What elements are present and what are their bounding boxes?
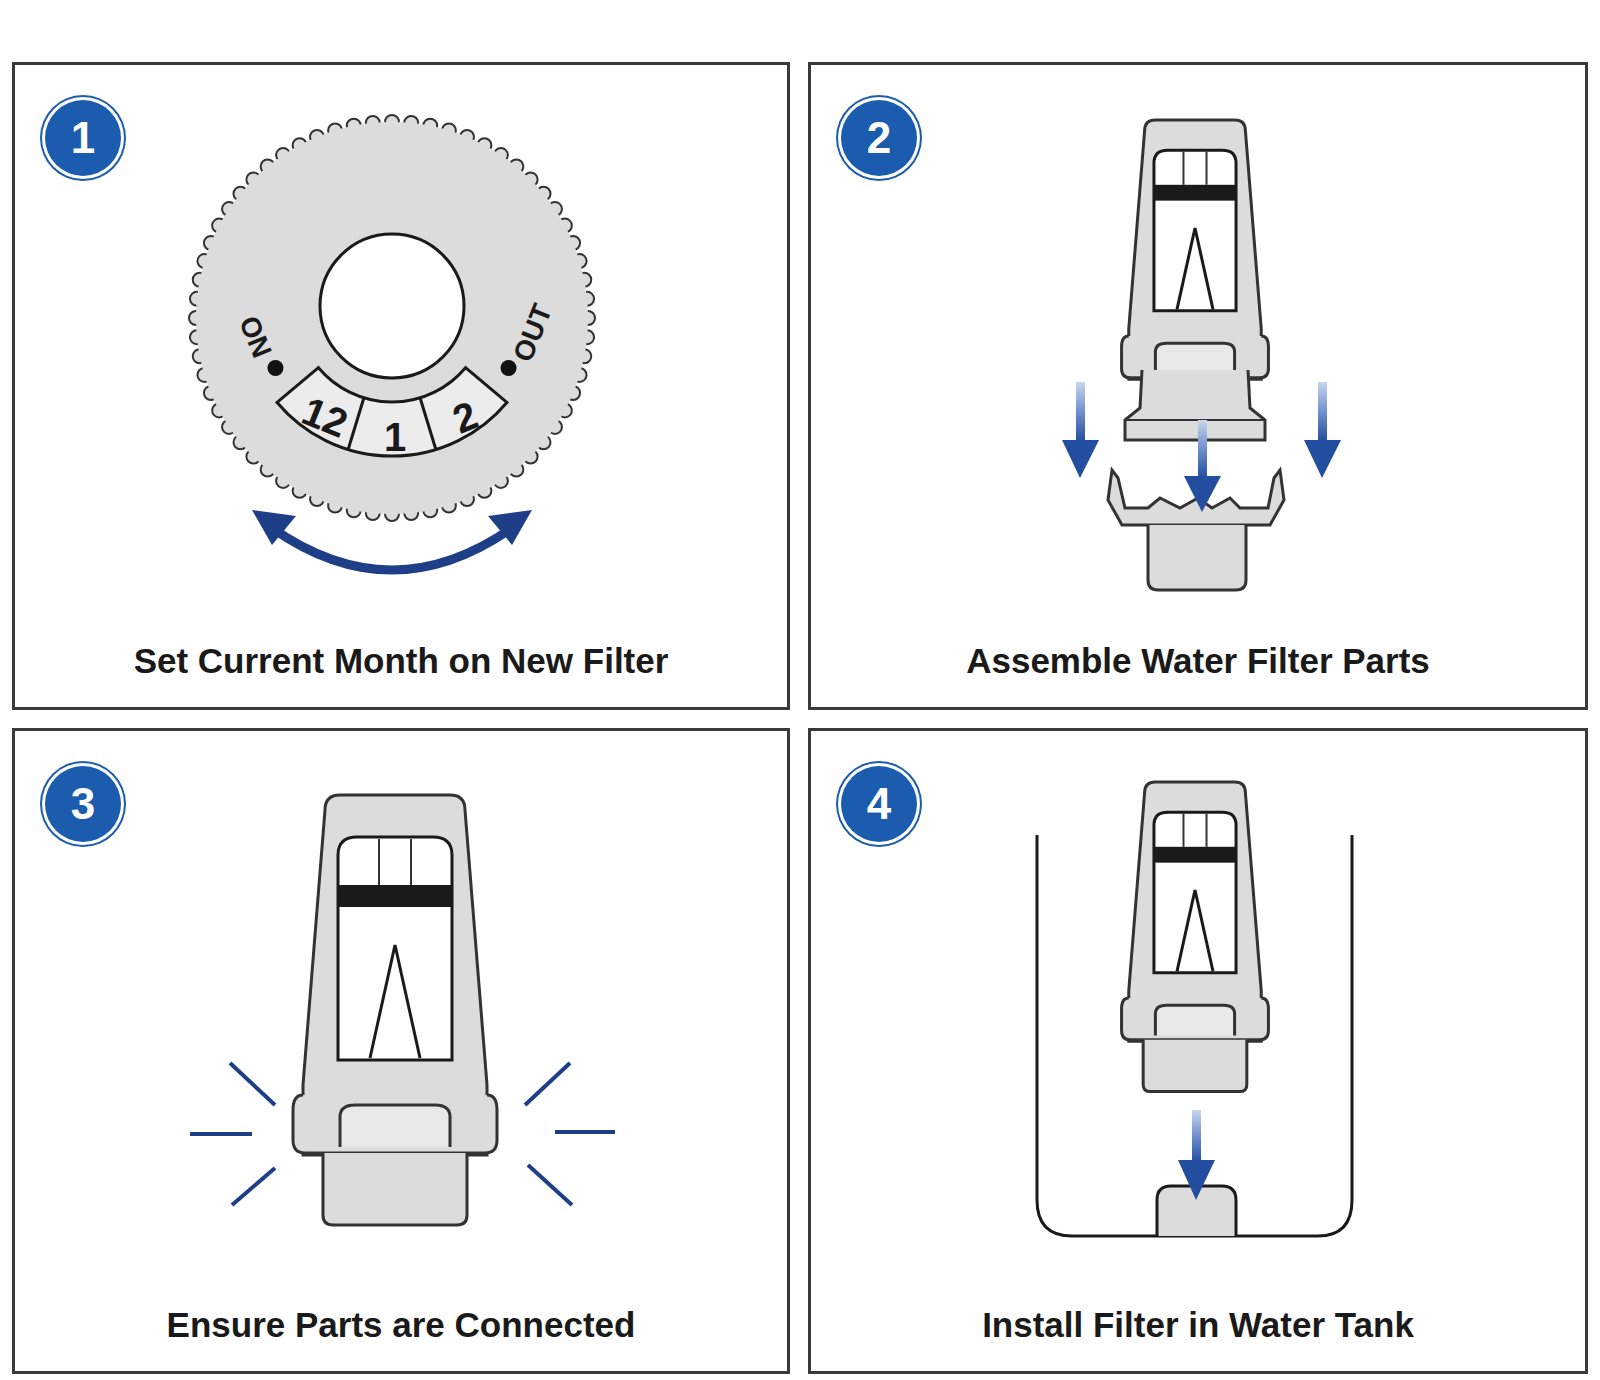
out-mark: OUT [509,300,557,365]
step-number-text: 3 [71,782,95,826]
on-mark: ON [234,312,276,361]
arrow-head [488,510,532,545]
step-panel: Set Current Month on New Filter1ON1212OU… [12,62,790,710]
step-panel: Assemble Water Filter Parts 2 [808,62,1588,710]
step-number: 3 [45,766,121,842]
step-number: 1 [45,100,121,176]
water-tank [1037,835,1352,1236]
month-number: 1 [384,417,406,457]
turn-arrow [272,528,512,570]
step-panel: Install Filter in Water Tank 4 [808,728,1588,1374]
step-caption: Ensure Parts are Connected [15,1305,787,1345]
step-number-text: 1 [71,116,95,160]
month-number: 12 [297,390,353,444]
burst-lines [190,1063,615,1205]
down-arrow [1178,1110,1215,1200]
step-number: 2 [841,100,917,176]
step-caption: Install Filter in Water Tank [811,1305,1585,1345]
step-caption: Assemble Water Filter Parts [811,641,1585,681]
step-caption: Set Current Month on New Filter [15,641,787,681]
month-dial: ON1212OUT [195,121,595,521]
step-panel: Ensure Parts are Connected 3 [12,728,790,1374]
step-number-text: 4 [867,782,891,826]
month-number: 2 [447,394,483,439]
step-number: 4 [841,766,917,842]
step-number-text: 2 [867,116,891,160]
arrow-head [252,510,296,545]
down-arrows [1062,382,1341,512]
month-dial [189,115,595,521]
